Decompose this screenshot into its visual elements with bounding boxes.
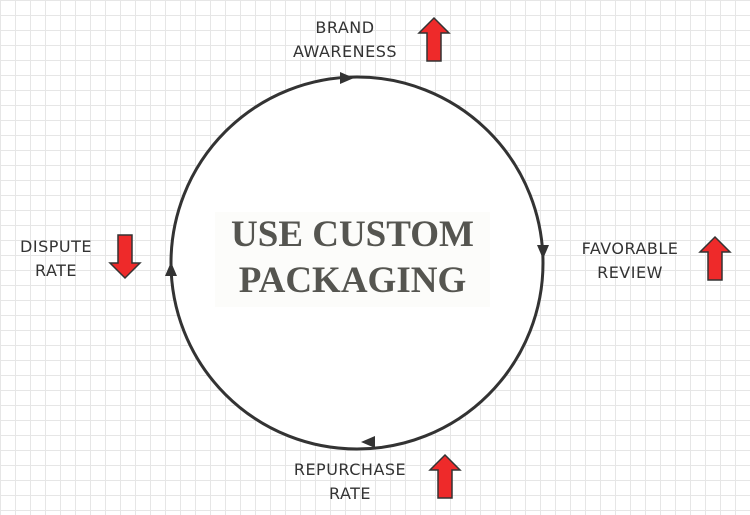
node-label: DISPUTE [20, 237, 92, 256]
up-arrow-icon [698, 235, 732, 281]
node-label: REVIEW [597, 263, 663, 282]
center-title: USE CUSTOM PACKAGING [215, 212, 490, 307]
up-arrow-icon [417, 16, 451, 62]
node-label: RATE [328, 484, 372, 503]
flow-arrowhead-top [340, 72, 354, 84]
up-arrow-icon [428, 453, 462, 499]
node-label: RATE [34, 261, 78, 280]
node-favorable-review: FAVORABLE REVIEW [560, 237, 700, 285]
node-dispute-rate: DISPUTE RATE [0, 235, 112, 283]
node-label: REPURCHASE [293, 460, 407, 479]
flow-arrowhead-right [537, 245, 549, 259]
node-label: BRAND [315, 18, 375, 37]
flow-arrowhead-bottom [361, 436, 375, 448]
flow-arrowhead-left [165, 262, 177, 276]
node-brand-awareness: BRAND AWARENESS [270, 16, 420, 64]
node-repurchase-rate: REPURCHASE RATE [275, 458, 425, 506]
node-label: FAVORABLE [581, 239, 679, 258]
node-label: AWARENESS [292, 42, 398, 61]
center-title-line: USE CUSTOM [231, 214, 474, 255]
down-arrow-icon [108, 234, 142, 280]
center-title-line: PACKAGING [238, 260, 467, 301]
